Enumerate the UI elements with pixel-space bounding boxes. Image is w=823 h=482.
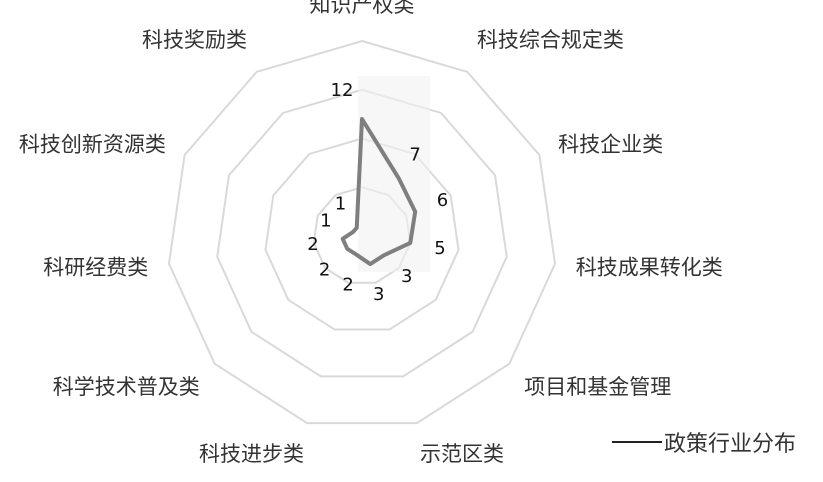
data-label-3: 5 [434,238,445,259]
series-layer [340,117,418,267]
data-label-10: 1 [335,194,346,215]
axis-label-8: 科研经费类 [43,255,148,279]
axis-label-3: 科技成果转化类 [576,255,723,279]
data-point-1 [397,177,401,181]
radar-grid [167,39,557,425]
data-label-5: 3 [373,284,384,305]
legend-line-swatch [612,441,662,443]
data-point-2 [413,210,417,214]
data-label-4: 3 [401,266,412,287]
data-point-8 [341,237,345,241]
data-point-5 [368,262,372,266]
axis-label-6: 科技进步类 [199,442,304,466]
axis-label-0: 知识产权类 [310,0,415,17]
data-point-9 [351,230,355,234]
legend: 政策行业分布 [612,426,796,458]
axis-label-1: 科技综合规定类 [477,28,624,52]
data-label-6: 2 [342,274,353,295]
axis-label-4: 项目和基金管理 [524,375,671,399]
data-label-0: 12 [331,80,354,101]
axis-label-5: 示范区类 [420,442,504,466]
axis-label-9: 科技创新资源类 [19,133,166,157]
data-point-6 [355,253,359,257]
data-label-7: 2 [319,259,330,280]
data-label-1: 7 [409,144,420,165]
data-label-8: 2 [307,234,318,255]
grid-ring-2 [264,137,460,331]
axis-label-2: 科技企业类 [558,133,663,157]
data-point-10 [355,226,359,230]
data-point-3 [408,241,412,245]
data-label-2: 6 [437,190,448,211]
axis-label-7: 科学技术普及类 [53,375,200,399]
data-label-9: 1 [320,210,331,231]
legend-label: 政策行业分布 [664,432,797,457]
grid-ring-4 [167,39,557,425]
axis-label-10: 科技奖励类 [142,28,247,52]
data-point-0 [360,117,364,121]
grid-ring-3 [216,88,508,378]
data-point-7 [345,247,349,251]
data-point-4 [382,253,386,257]
